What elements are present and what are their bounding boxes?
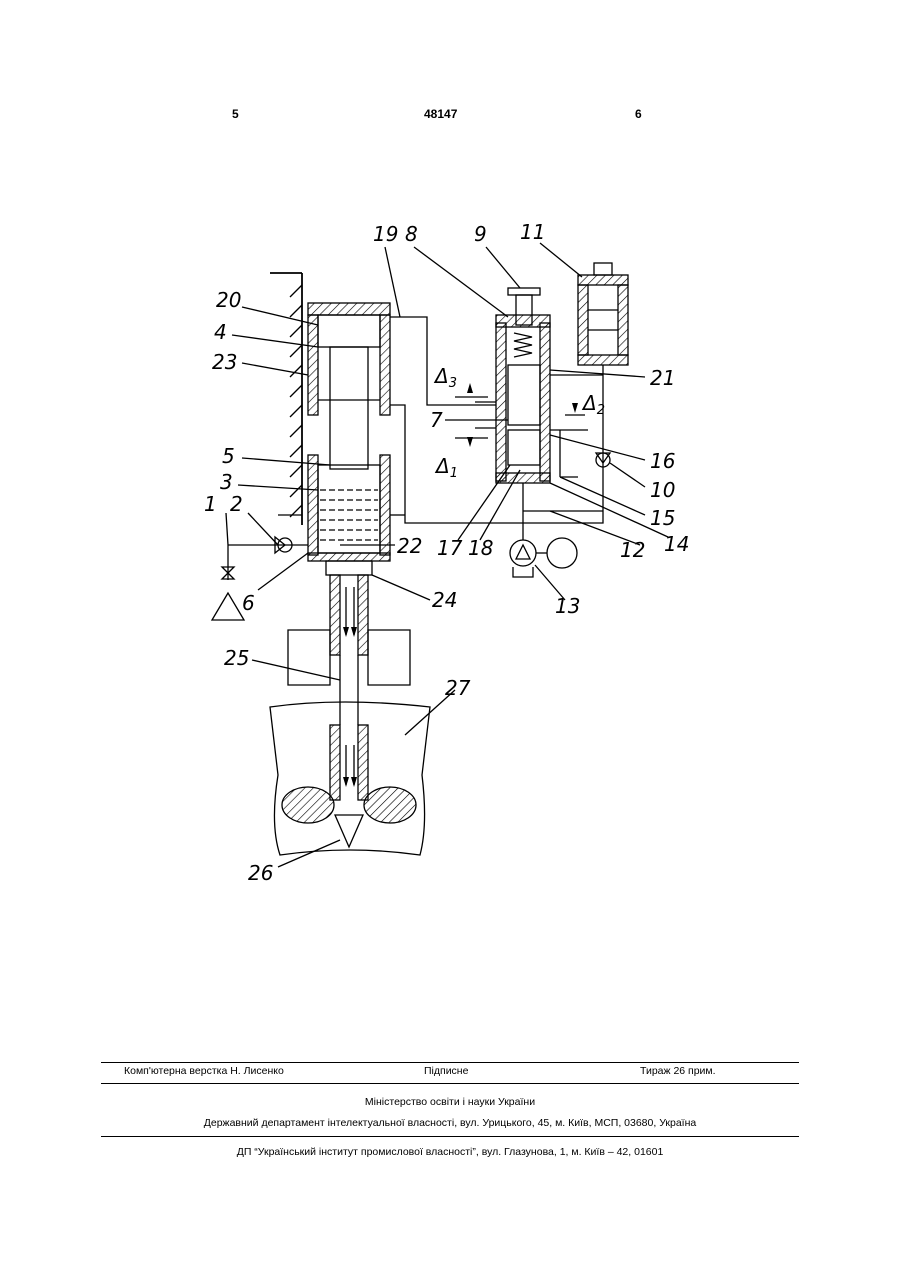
ground-section (270, 630, 430, 855)
label-1: 1 (204, 492, 217, 516)
label-27: 27 (445, 676, 471, 700)
footer-layout: Комп'ютерна верстка Н. Лисенко (124, 1065, 284, 1077)
label-delta-3: Δ3 (433, 364, 457, 391)
footer-rule-bottom (101, 1136, 799, 1137)
label-3: 3 (220, 470, 233, 494)
label-16: 16 (650, 449, 675, 473)
footer-department: Державний департамент інтелектуальної вл… (101, 1117, 799, 1129)
label-2: 2 (230, 492, 243, 516)
label-15: 15 (650, 506, 675, 530)
label-14: 14 (664, 532, 689, 556)
upper-cylinder (308, 303, 390, 469)
page-number-left: 5 (232, 107, 239, 121)
label-19: 19 (373, 222, 398, 246)
footer-signed: Підписне (424, 1065, 468, 1077)
label-13: 13 (555, 594, 580, 618)
label-11: 11 (520, 220, 545, 244)
accumulator (578, 263, 628, 490)
check-valve-gas-line (212, 537, 308, 620)
label-4: 4 (214, 320, 227, 344)
footer-rule-middle (101, 1083, 799, 1084)
label-23: 23 (212, 350, 237, 374)
footer-ministry: Міністерство освіти і науки України (101, 1096, 799, 1108)
label-5: 5 (222, 444, 235, 468)
patent-number: 48147 (424, 107, 457, 121)
label-22: 22 (397, 534, 422, 558)
footer-institute: ДП “Український інститут промислової вла… (101, 1146, 799, 1158)
footer-print-run: Тираж 26 прим. (640, 1065, 716, 1077)
pump (510, 483, 577, 577)
label-17: 17 (437, 536, 463, 560)
label-20: 20 (216, 288, 241, 312)
label-18: 18 (468, 536, 493, 560)
distributor-valve (475, 288, 588, 483)
label-21: 21 (650, 366, 675, 390)
label-26: 26 (248, 861, 273, 885)
label-8: 8 (405, 222, 418, 246)
label-6: 6 (242, 591, 255, 615)
label-25: 25 (224, 646, 249, 670)
label-delta-2: Δ2 (581, 391, 605, 418)
label-9: 9 (474, 222, 487, 246)
technical-drawing: 19 8 9 11 20 4 23 5 3 1 2 6 22 24 25 27 … (190, 215, 710, 895)
footer-rule-top (101, 1062, 799, 1063)
label-7: 7 (430, 408, 443, 432)
label-delta-1: Δ1 (434, 454, 458, 481)
label-12: 12 (620, 538, 645, 562)
drill-pipe (326, 561, 372, 725)
label-10: 10 (650, 478, 675, 502)
label-24: 24 (432, 588, 457, 612)
page-number-right: 6 (635, 107, 642, 121)
